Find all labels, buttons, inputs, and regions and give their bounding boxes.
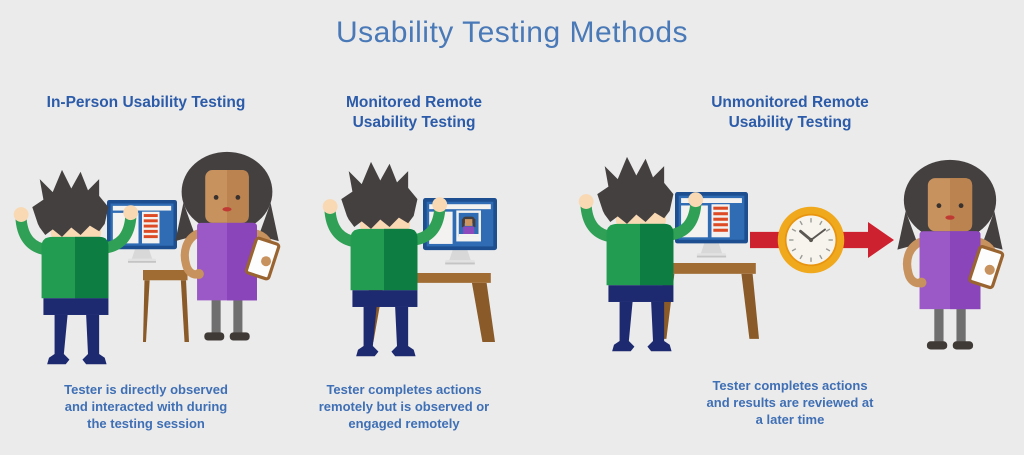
caption-line: Tester completes actions bbox=[326, 382, 482, 397]
caption-line: the testing session bbox=[87, 416, 205, 431]
desk bbox=[660, 263, 759, 339]
scene-monitored-remote bbox=[295, 140, 497, 370]
caption-line: a later time bbox=[755, 412, 825, 427]
computer-monitor bbox=[107, 200, 177, 263]
panel-caption-monitored-remote: Tester completes actions remotely but is… bbox=[284, 381, 524, 432]
panel-caption-unmonitored-remote: Tester completes actions and results are… bbox=[640, 377, 940, 428]
caption-line: remotely but is observed or bbox=[318, 399, 490, 414]
tester-figure bbox=[14, 170, 138, 364]
panel-heading-unmonitored-remote: Unmonitored Remote Usability Testing bbox=[640, 93, 940, 133]
desk bbox=[143, 270, 189, 342]
clock bbox=[776, 205, 846, 275]
heading-line: Usability Testing bbox=[352, 114, 476, 131]
tester-figure bbox=[579, 157, 703, 351]
panel-caption-in-person: Tester is directly observed and interact… bbox=[16, 381, 276, 432]
panel-heading-monitored-remote: Monitored Remote Usability Testing bbox=[294, 93, 534, 133]
tester-figure bbox=[323, 162, 447, 356]
page-title: Usability Testing Methods bbox=[335, 16, 689, 49]
panel-heading-in-person: In-Person Usability Testing bbox=[16, 93, 276, 113]
caption-line: engaged remotely bbox=[348, 416, 460, 431]
scene-unmonitored-remote bbox=[560, 140, 1015, 370]
caption-line: and results are reviewed at bbox=[706, 395, 874, 410]
observer-figure bbox=[897, 160, 1003, 350]
scene-in-person bbox=[10, 140, 295, 370]
caption-line: Tester completes actions bbox=[712, 378, 868, 393]
heading-line: Monitored Remote bbox=[345, 94, 483, 111]
heading-line: Usability Testing bbox=[728, 114, 852, 131]
caption-line: and interacted with during bbox=[64, 399, 228, 414]
caption-line: Tester is directly observed bbox=[64, 382, 228, 397]
heading-line: In-Person Usability Testing bbox=[46, 94, 246, 111]
observer-figure bbox=[175, 152, 279, 341]
heading-line: Unmonitored Remote bbox=[711, 94, 869, 111]
